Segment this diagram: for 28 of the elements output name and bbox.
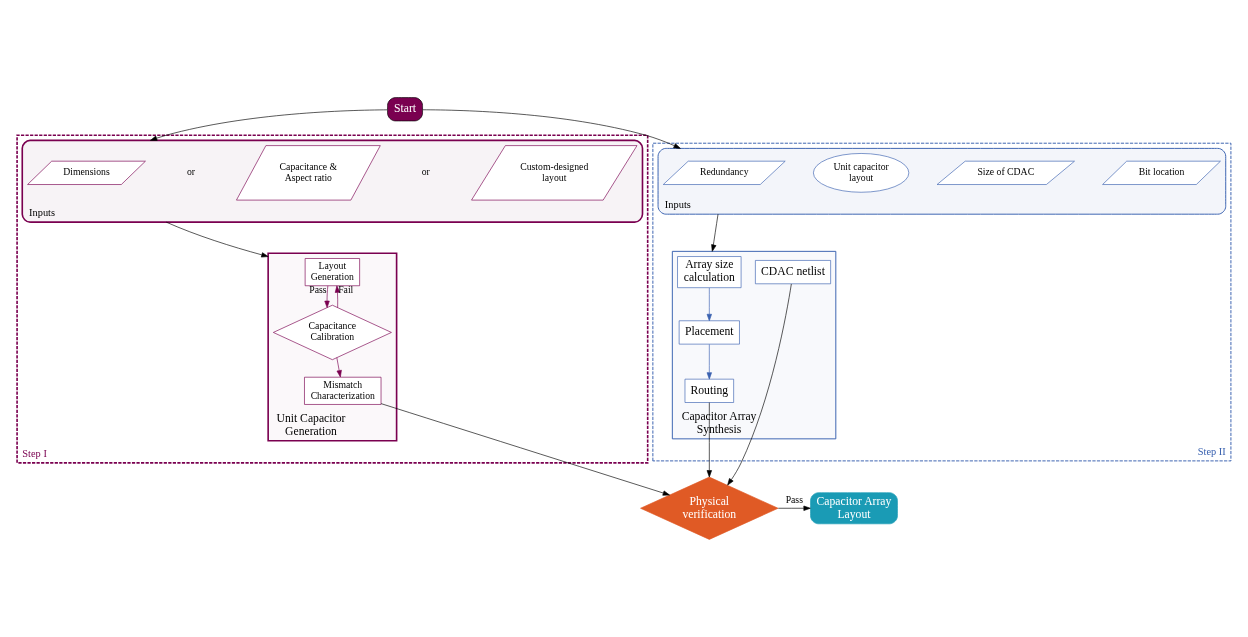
arrow: [422, 109, 681, 149]
arrow: [727, 283, 792, 486]
node-box: Start: [387, 97, 423, 122]
node-box: Capacitor Array Layout: [810, 492, 898, 525]
label: or: [421, 166, 430, 178]
arrow: [711, 213, 719, 252]
arrow: [324, 285, 330, 308]
arrow: [336, 357, 342, 378]
arrow: [706, 287, 712, 322]
edge-label: Fail: [338, 284, 354, 296]
edge-label: Pass: [785, 494, 803, 506]
node-box: Layout Generation: [304, 258, 360, 287]
arrow: [706, 344, 712, 380]
node-box: Mismatch Characterization: [304, 376, 382, 405]
node-ellipse: Unit capacitor layout: [813, 153, 910, 193]
label: or: [186, 166, 195, 178]
arrow: [777, 505, 811, 511]
arrow: [706, 402, 712, 478]
node-box: CDAC netlist: [755, 260, 831, 285]
node-box: Placement: [678, 320, 740, 345]
node-diamond: Capacitance Calibration: [273, 304, 392, 361]
node-box: Routing: [684, 378, 734, 403]
arrow: [165, 221, 269, 258]
node-box: Array size calculation: [677, 256, 742, 288]
edge-label: Pass: [309, 284, 327, 296]
arrow: [380, 403, 670, 496]
arrow: [334, 285, 341, 308]
arrow: [150, 109, 388, 141]
